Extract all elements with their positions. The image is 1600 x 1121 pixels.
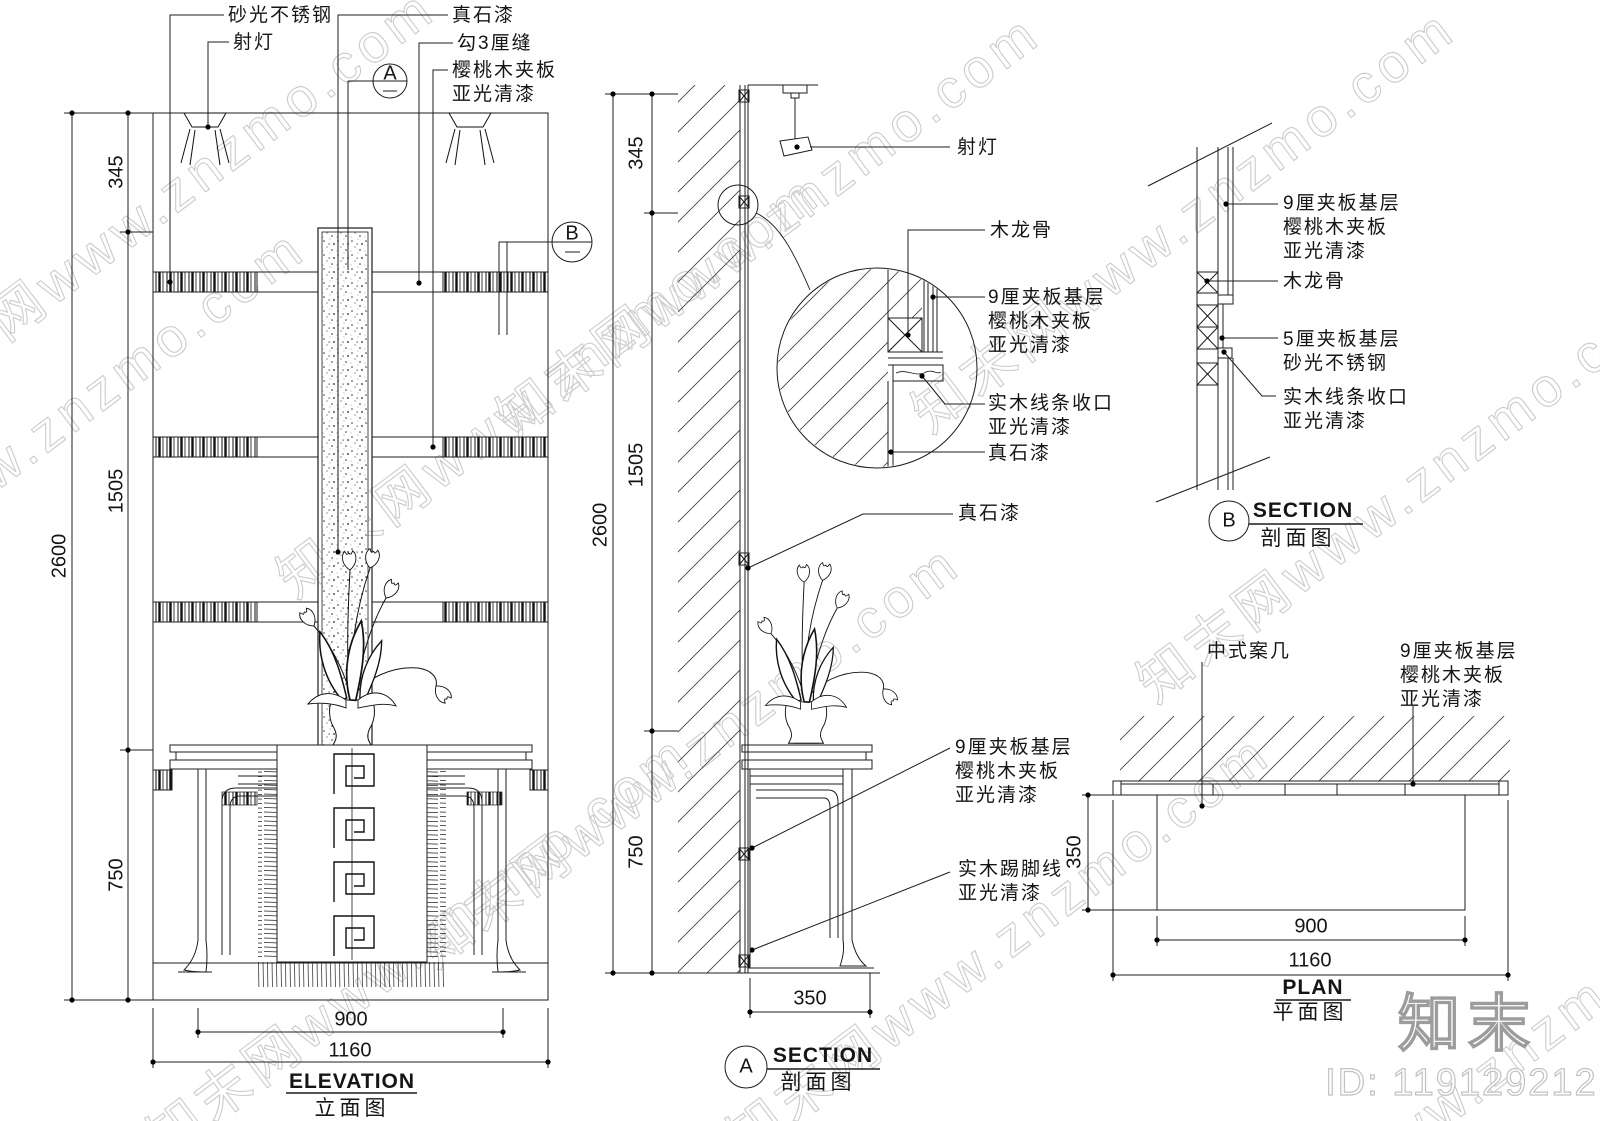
section-b-title-en: SECTION [1252, 499, 1354, 522]
label-groove: 勾3厘缝 [457, 33, 533, 54]
wall-hatch [1120, 716, 1510, 781]
label-plywood9: 9厘夹板基层 樱桃木夹板 亚光清漆 [1283, 193, 1401, 262]
label-stone-paint: 真石漆 [958, 503, 1022, 524]
section-a-title-circle [724, 1045, 768, 1089]
label-plywood9-detail: 9厘夹板基层 樱桃木夹板 亚光清漆 [988, 287, 1106, 356]
label-spotlight: 射灯 [957, 137, 1000, 158]
callout-a-letter: A [383, 62, 397, 85]
break-line [1147, 122, 1273, 187]
section-b-leaders [1204, 201, 1278, 397]
console-table-section [741, 744, 874, 969]
label-skirting: 实木踢脚线 亚光清漆 [958, 859, 1064, 904]
site-branding: 知末 ID: 1191292121 [1325, 989, 1600, 1104]
console-table-plan [1156, 794, 1466, 911]
elevation-drawing [64, 14, 593, 1094]
dim-900: 900 [334, 1008, 368, 1031]
label-cherry-plywood: 樱桃木夹板 亚光清漆 [452, 60, 558, 105]
callout-a-bubble [347, 63, 408, 270]
label-wood-trim: 实木线条收口 亚光清漆 [988, 393, 1115, 438]
section-a-leaders [745, 229, 985, 953]
spotlight-head-icon [779, 136, 813, 157]
watermark-text: 知末网www.znzmo.com [0, 0, 447, 424]
label-wood-keel: 木龙骨 [990, 220, 1054, 241]
plan-title-cn: 平面图 [1272, 1001, 1348, 1024]
stainless-band-rows [152, 271, 549, 806]
label-plywood9: 9厘夹板基层 樱桃木夹板 亚光清漆 [955, 737, 1073, 806]
elevation-title-cn: 立面图 [314, 1097, 390, 1120]
section-b-title-circle [1208, 500, 1250, 542]
label-wood-trim: 实木线条收口 亚光清漆 [1283, 387, 1410, 432]
elevation-title-en: ELEVATION [288, 1070, 416, 1093]
dim-2600: 2600 [589, 502, 612, 548]
plan-leaders [1199, 662, 1416, 809]
label-wood-keel: 木龙骨 [1283, 271, 1347, 292]
dim-1505: 1505 [625, 442, 648, 488]
detail-blowup-content [778, 269, 944, 467]
drawing-id: ID: 1191292121 [1325, 1062, 1600, 1104]
dim-350: 350 [793, 987, 827, 1010]
section-a-title-en: SECTION [772, 1044, 874, 1067]
dim-1160: 1160 [1288, 949, 1332, 972]
detail-source-circle [717, 184, 759, 226]
label-plywood9: 9厘夹板基层 樱桃木夹板 亚光清漆 [1400, 641, 1518, 710]
label-stone-paint-detail: 真石漆 [988, 443, 1052, 464]
elevation-wall [152, 112, 549, 1001]
callout-b-bubble [498, 221, 593, 335]
blocking-squares [738, 89, 750, 968]
elevation-leaders [167, 14, 453, 555]
dim-345: 345 [105, 155, 128, 189]
section-a-title-cn: 剖面图 [780, 1071, 856, 1094]
dim-345: 345 [625, 136, 648, 170]
console-table-elevation [169, 744, 533, 988]
section-b-drawing [1147, 122, 1363, 542]
section-a-drawing [605, 84, 985, 1089]
plan-dimensions [1082, 792, 1511, 1001]
callout-b-letter: B [565, 222, 579, 245]
plan-title-en: PLAN [1282, 976, 1344, 999]
section-b-title-cn: 剖面图 [1260, 527, 1336, 550]
section-a-circle-letter: A [739, 1055, 753, 1078]
dim-350: 350 [1063, 835, 1086, 869]
label-spotlight: 射灯 [233, 32, 276, 53]
section-b-circle-letter: B [1222, 509, 1236, 532]
dim-750: 750 [625, 835, 648, 869]
wall-hatch [678, 85, 740, 973]
label-stainless: 砂光不锈钢 [228, 5, 334, 26]
plan-drawing [1082, 662, 1511, 1001]
dim-1505: 1505 [105, 468, 128, 514]
downlight-icon [445, 112, 495, 166]
label-plywood5: 5厘夹板基层 砂光不锈钢 [1283, 329, 1401, 374]
blocking-squares [1196, 271, 1219, 386]
dim-1160: 1160 [328, 1039, 372, 1062]
dim-750: 750 [105, 858, 128, 892]
break-line [1155, 456, 1271, 503]
dim-900: 900 [1294, 915, 1328, 938]
brand-logo: 知末 [1398, 990, 1538, 1059]
dim-2600: 2600 [48, 533, 71, 579]
section-a-dimensions [605, 91, 873, 1018]
detail-blowup-circle [776, 267, 978, 469]
label-console: 中式案几 [1207, 641, 1292, 662]
label-stone-paint: 真石漆 [452, 5, 516, 26]
elevation-dimensions [64, 110, 551, 1094]
ceiling-spotlight [748, 84, 950, 157]
